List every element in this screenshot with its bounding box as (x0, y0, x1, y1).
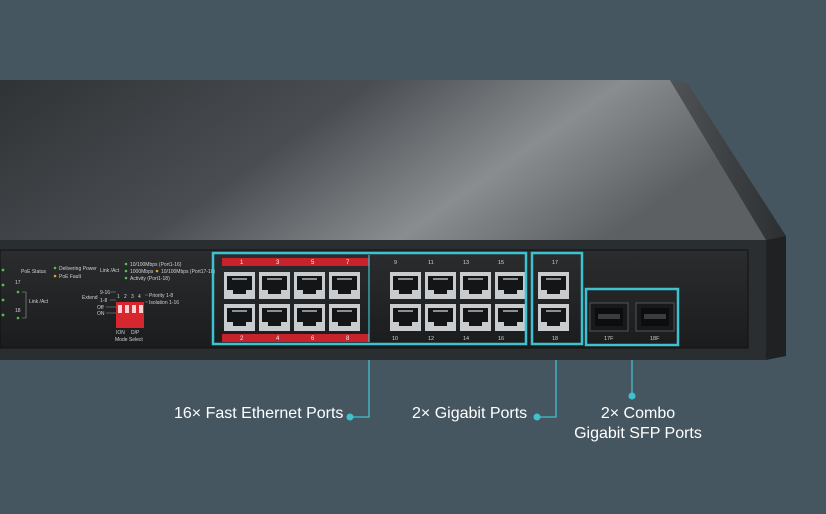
port-num-18: 18 (552, 336, 558, 342)
port-num-3: 3 (276, 260, 280, 266)
chassis-top (0, 80, 766, 240)
rj45-port[interactable] (425, 304, 456, 331)
fe-highlight-box (211, 251, 528, 346)
dip-on-label: ION (116, 330, 125, 336)
callout-combo: 2× Combo Gigabit SFP Ports (566, 404, 710, 444)
leader-dot-ge (533, 413, 541, 421)
leader-lines (350, 360, 633, 418)
port-num-5: 5 (311, 260, 315, 266)
mode-select-label: Mode Select (115, 337, 143, 343)
sfp-label-17f: 17F (604, 336, 614, 342)
leader-dot-fe (346, 413, 354, 421)
on-label: ON (97, 311, 105, 317)
dip-3: 3 (131, 294, 134, 300)
speed-ge100-label: 10/100Mbps (Port17-18) (161, 269, 216, 275)
fe-port-block-1: 1 3 5 7 2 4 6 8 (222, 258, 369, 342)
port-num-14: 14 (463, 336, 469, 342)
rj45-port[interactable] (294, 304, 325, 331)
rj45-port[interactable] (259, 272, 290, 299)
port-num-13: 13 (463, 260, 469, 266)
port-num-12: 12 (428, 336, 434, 342)
port-num-17: 17 (552, 260, 558, 266)
rj45-port[interactable] (460, 272, 491, 299)
sfp-slot-18f[interactable] (635, 302, 675, 332)
callout-gigabit: 2× Gigabit Ports (412, 405, 528, 422)
port-num-6: 6 (311, 336, 315, 342)
priority-label: Priority 1-8 (149, 293, 173, 299)
rj45-port[interactable] (390, 304, 421, 331)
port-num-11: 11 (428, 260, 434, 266)
rj45-port[interactable] (294, 272, 325, 299)
poe-fault-label: PoE Fault (59, 274, 82, 280)
port-num-8: 8 (346, 336, 350, 342)
chassis-side (670, 80, 786, 240)
callout-combo-line2: Gigabit SFP Ports (574, 425, 702, 442)
port-num-1: 1 (240, 260, 244, 266)
rj45-port[interactable] (460, 304, 491, 331)
rj45-port[interactable] (538, 272, 569, 299)
status-leds: PoE Status Delivering Power PoE Fault Li… (1, 262, 216, 320)
activity-label: Activity (Port1-18) (130, 276, 170, 282)
port-num-15: 15 (498, 260, 504, 266)
dip-4: 4 (138, 294, 141, 300)
port-num-9: 9 (394, 260, 397, 266)
link-act-label: Link /Act (100, 268, 120, 274)
rj45-port[interactable] (329, 272, 360, 299)
off-label: Off (97, 305, 104, 311)
mode-select: Extend 9-16 1-8 Off ON 1 2 3 4 ION D/P P… (82, 290, 179, 343)
rj45-port[interactable] (224, 272, 255, 299)
delivering-power-label: Delivering Power (59, 266, 97, 272)
port-num-16: 16 (498, 336, 504, 342)
port-num-2: 2 (240, 336, 244, 342)
rj45-port[interactable] (224, 304, 255, 331)
callout-combo-line1: 2× Combo (600, 405, 676, 422)
rj45-port[interactable] (425, 272, 456, 299)
rj45-port[interactable] (538, 304, 569, 331)
port-18-label: 18 (15, 308, 21, 314)
sfp-label-18f: 18F (650, 336, 660, 342)
rj45-port[interactable] (259, 304, 290, 331)
isolation-label: Isolation 1-16 (149, 300, 179, 306)
port-num-7: 7 (346, 260, 350, 266)
ge-highlight-box (530, 251, 584, 346)
speed-fe-label: 10/100Mbps (Port1-16) (130, 262, 182, 268)
dip-1: 1 (117, 294, 120, 300)
fe-port-block-2: 9 11 13 15 10 12 14 16 (392, 260, 504, 342)
dip-dp-label: D/P (131, 330, 140, 336)
poe-status-label: PoE Status (21, 269, 47, 275)
rj45-port[interactable] (495, 272, 526, 299)
sfp-highlight-box (584, 287, 680, 347)
dip-2: 2 (124, 294, 127, 300)
extend-label: Extend (82, 295, 98, 301)
port-17-label: 17 (15, 280, 21, 286)
rj45-port[interactable] (329, 304, 360, 331)
speed-ge-label: 1000Mbps (130, 269, 154, 275)
leader-dot-sfp (628, 392, 636, 400)
extend-range2-label: 1-8 (100, 298, 107, 304)
rj45-port[interactable] (390, 272, 421, 299)
port-num-10: 10 (392, 336, 398, 342)
sfp-slot-17f[interactable] (589, 302, 629, 332)
callout-fast-ethernet: 16× Fast Ethernet Ports (174, 405, 344, 422)
rj45-port[interactable] (495, 304, 526, 331)
extend-range-label: 9-16 (100, 290, 110, 296)
port-num-4: 4 (276, 336, 280, 342)
link-act-side-label: Link /Act (29, 299, 49, 305)
